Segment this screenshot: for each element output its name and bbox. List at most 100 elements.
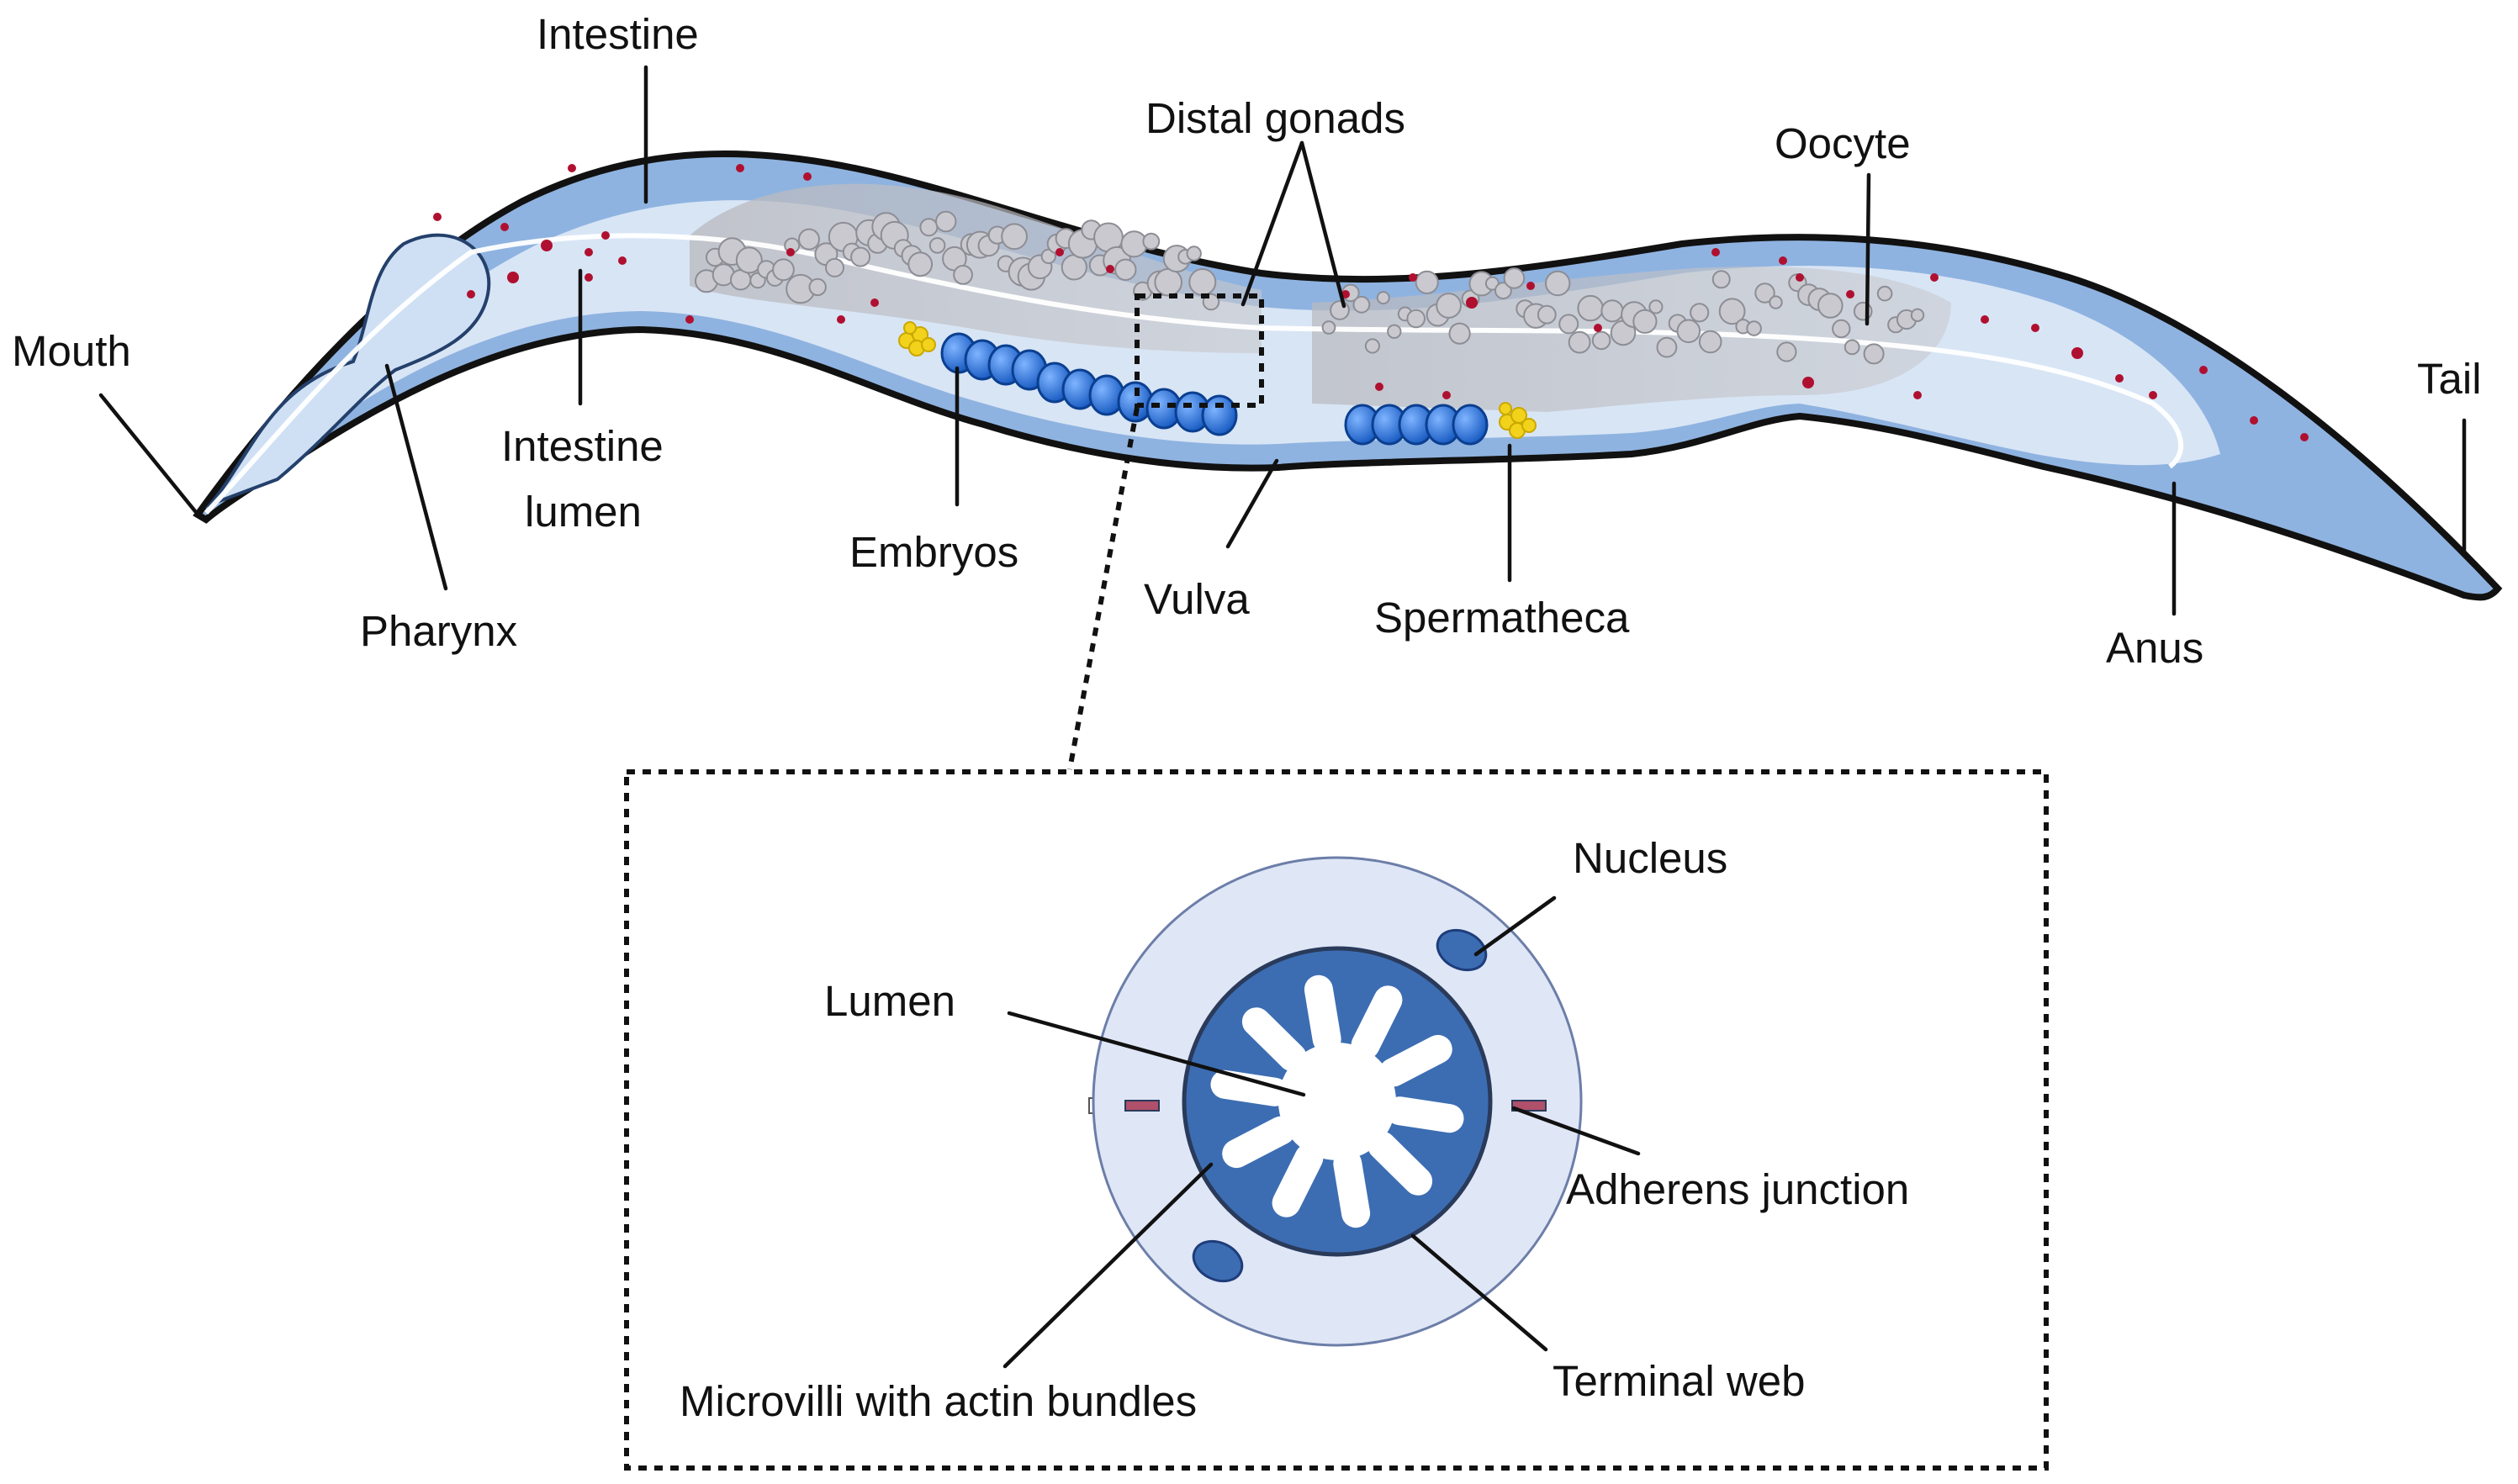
granule: [870, 298, 879, 307]
label-nucleus: Nucleus: [1573, 834, 1727, 882]
granule: [1796, 273, 1804, 282]
label-microvilli: Microvilli with actin bundles: [680, 1377, 1197, 1425]
embryo: [1452, 404, 1489, 446]
nucleus-upper: [1436, 928, 1488, 972]
germ-cell: [1061, 254, 1087, 281]
germ-cell: [1537, 304, 1557, 325]
germ-cell: [1436, 293, 1462, 319]
germ-cell: [1746, 320, 1762, 336]
microvillus-gap: [1210, 1069, 1289, 1106]
label-terminal-web: Terminal web: [1553, 1357, 1805, 1405]
granule: [2250, 416, 2258, 425]
germ-cell: [1545, 270, 1571, 297]
label-vulva: Vulva: [1144, 575, 1250, 623]
granule: [786, 248, 795, 256]
germ-cell: [1448, 322, 1471, 345]
label-mouth: Mouth: [12, 327, 131, 375]
label-lumen: Lumen: [824, 977, 955, 1025]
germ-cell: [1817, 293, 1844, 319]
granule: [1106, 265, 1114, 273]
label-intestine: Intestine: [537, 10, 699, 58]
granule: [541, 240, 553, 251]
microvilli-group: [1210, 974, 1464, 1228]
label-spermatheca: Spermatheca: [1374, 594, 1630, 642]
germ-cell: [1387, 324, 1402, 339]
granule: [467, 290, 475, 298]
granule: [1409, 273, 1417, 282]
label-embryos: Embryos: [849, 528, 1018, 576]
germ-cell: [935, 210, 957, 233]
granule: [2031, 324, 2039, 332]
granule: [1055, 248, 1064, 256]
worm-labels: Intestine Distal gonads Oocyte Mouth Tai…: [12, 10, 2482, 672]
granule: [1779, 256, 1787, 265]
pharynx-organ: [204, 233, 491, 509]
germ-cell: [1364, 338, 1381, 354]
germ-cell: [1406, 309, 1426, 329]
germ-cell: [1600, 299, 1624, 323]
granule: [837, 315, 845, 324]
label-oocyte: Oocyte: [1775, 119, 1911, 167]
germ-cell: [1376, 291, 1390, 305]
germ-cell: [772, 258, 795, 282]
microvillus-gap: [1241, 1007, 1307, 1072]
germ-cell: [1832, 319, 1851, 339]
granule: [2149, 391, 2157, 399]
granule: [1341, 290, 1350, 298]
germ-cell: [1321, 320, 1336, 335]
germ-cell: [1910, 308, 1925, 322]
germ-cell: [953, 265, 973, 285]
microvillus-gap: [1304, 974, 1341, 1054]
germ-cell: [850, 246, 871, 267]
germ-cell: [1711, 270, 1731, 289]
germ-cell: [798, 228, 820, 251]
microvillus-gap: [1367, 1131, 1433, 1196]
germ-cell: [1330, 300, 1350, 320]
granule: [2199, 366, 2208, 374]
inset-leader-lines: [1002, 895, 1641, 1369]
adherens-junction-right: [1511, 1100, 1547, 1112]
germ-cell: [1503, 267, 1526, 289]
germ-cell: [735, 246, 763, 274]
germ-cell: [1186, 246, 1202, 261]
germ-cell: [1632, 309, 1658, 334]
germ-cell: [808, 277, 827, 297]
embryos-group: [940, 332, 1489, 446]
zoom-connector-line: [1067, 407, 1140, 770]
granule: [1442, 391, 1451, 399]
granule: [736, 164, 744, 172]
inset-frame: [624, 769, 2049, 1471]
intestine-lumen-line: [204, 233, 2183, 515]
germ-cell: [1577, 294, 1604, 322]
germ-cell: [1568, 330, 1591, 354]
label-intestine-lumen-line2: lumen: [525, 488, 642, 536]
nucleus-lower: [1192, 1239, 1244, 1283]
microvillus-gap: [1378, 1034, 1452, 1087]
adherens-junction-left: [1124, 1100, 1160, 1112]
microvillus-gap: [1333, 1149, 1371, 1228]
granule: [1466, 297, 1478, 309]
germ-cell: [1494, 282, 1512, 300]
granule: [585, 273, 593, 282]
microvillus-gap: [1222, 1116, 1296, 1169]
granule: [1711, 248, 1720, 256]
granule: [1846, 290, 1854, 298]
sperm-clusters: [898, 321, 1537, 439]
germ-cell: [1352, 295, 1371, 314]
microvillus-gap: [1385, 1096, 1464, 1133]
germ-cell: [1754, 283, 1775, 304]
granule: [2071, 347, 2083, 359]
germ-cell: [1591, 330, 1611, 351]
label-anus: Anus: [2106, 624, 2203, 672]
germ-cell: [1142, 232, 1161, 251]
lumen-core: [1278, 1043, 1396, 1160]
zoom-region-marker: [1135, 293, 1264, 408]
embryo: [1201, 394, 1238, 436]
granule: [2115, 374, 2124, 383]
granule: [433, 213, 442, 221]
germ-cell: [1415, 270, 1439, 294]
granule: [500, 223, 509, 231]
germ-cell: [1876, 285, 1893, 302]
germ-cell: [1863, 343, 1885, 365]
